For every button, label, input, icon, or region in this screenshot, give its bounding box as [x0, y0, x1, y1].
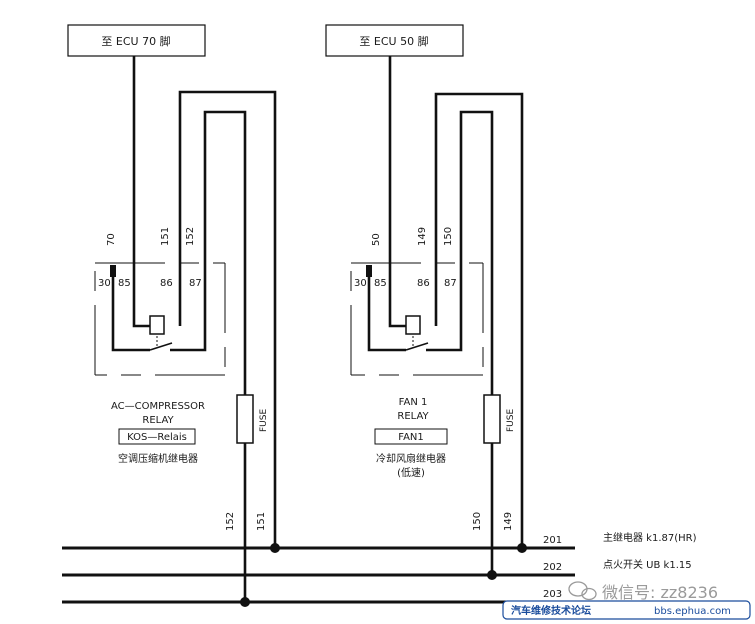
relay-1-cn-name: 空调压缩机继电器 [118, 452, 198, 465]
relay-2-pin-87: 87 [444, 278, 457, 289]
relay-2-bottom-wire-label-1: 150 [472, 512, 483, 531]
bus-number-203: 203 [543, 589, 562, 600]
forum-banner: 汽车维修技术论坛 bbs.ephua.com [502, 600, 751, 620]
relay-1-bottom-wire-label-2: 151 [256, 512, 267, 531]
bus-lines [62, 546, 575, 604]
relay-1-coil [149, 315, 165, 335]
relay-2-housing [350, 262, 484, 376]
relay-2-top-wire-label-1: 50 [371, 233, 382, 246]
relay-2-wiring [367, 56, 524, 575]
relay-1-caption-line1: AC—COMPRESSOR [111, 401, 205, 412]
relay-2-pin-86: 86 [417, 278, 430, 289]
relay-2-pin-85: 85 [374, 278, 387, 289]
relay-2-pin-30: 30 [354, 278, 367, 289]
relay-2-caption-line1: FAN 1 [399, 397, 428, 408]
ecu-box-1: 至 ECU 70 脚 [67, 24, 206, 57]
relay-1-housing [94, 262, 226, 376]
relay-2-fuse-label: FUSE [506, 409, 516, 432]
relay-2-switch [405, 342, 429, 351]
relay-2-fuse: FUSE [483, 394, 516, 444]
bus-number-202: 202 [543, 562, 562, 573]
relay-1-caption-line2: RELAY [142, 415, 174, 426]
relay-1-wiring [111, 56, 277, 602]
relay-1-pin-30: 30 [98, 278, 111, 289]
relay-2-bottom-wire-label-2: 149 [503, 512, 514, 531]
bus-desc-201: 主继电器 k1.87(HR) [603, 531, 697, 544]
junction-dots [240, 543, 527, 607]
relay-2-cn-name: 冷却风扇继电器 [376, 452, 446, 465]
ecu-box-2-label: 至 ECU 50 脚 [359, 34, 428, 48]
bus-desc-202: 点火开关 UB k1.15 [603, 558, 692, 571]
watermark-text: 微信号: zz8236 [602, 583, 718, 602]
relay-1-pin-86: 86 [160, 278, 173, 289]
bus-number-201: 201 [543, 535, 562, 546]
relay-2-top-wire-label-2: 149 [417, 227, 428, 246]
relay-1-top-wire-label-1: 70 [106, 233, 117, 246]
relay-2-coil [405, 315, 421, 335]
watermark: 微信号: zz8236 [568, 581, 718, 602]
forum-url: bbs.ephua.com [654, 606, 731, 617]
relay-1-top-wire-label-2: 151 [160, 227, 171, 246]
relay-1-top-wire-label-3: 152 [185, 227, 196, 246]
ecu-box-2: 至 ECU 50 脚 [325, 24, 464, 57]
relay-1-fuse-label: FUSE [259, 409, 269, 432]
relay-2-top-wire-label-3: 150 [443, 227, 454, 246]
relay-1-tag: KOS—Relais [127, 432, 187, 443]
relay-1-fuse: FUSE [236, 394, 269, 444]
relay-2-cn-note: (低速) [397, 466, 425, 479]
relay-2-tag: FAN1 [398, 432, 424, 443]
wechat-icon [568, 581, 597, 601]
relay-1-pin-87: 87 [189, 278, 202, 289]
relay-1-pin-85: 85 [118, 278, 131, 289]
forum-name: 汽车维修技术论坛 [511, 604, 591, 617]
relay-1-switch [149, 342, 173, 351]
relay-1-bottom-wire-label-1: 152 [225, 512, 236, 531]
relay-2-caption-line2: RELAY [397, 411, 429, 422]
ecu-box-1-label: 至 ECU 70 脚 [101, 34, 170, 48]
